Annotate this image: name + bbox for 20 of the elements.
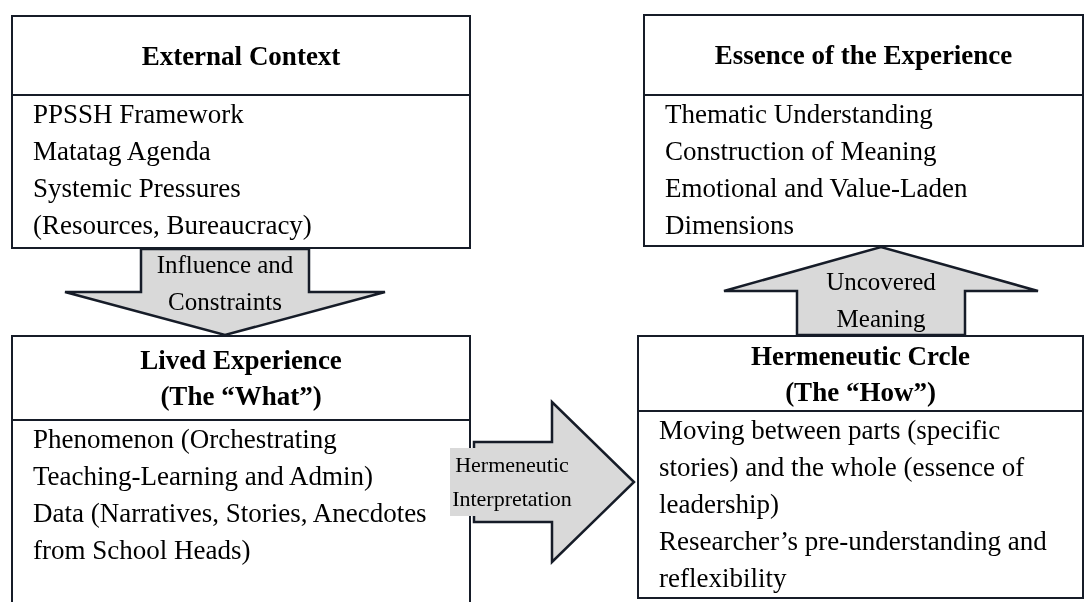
list-item: Construction of Meaning xyxy=(665,135,938,168)
list-item: PPSSH Framework xyxy=(33,98,245,131)
box-heading: Essence of the Experience xyxy=(714,39,1013,72)
content-box xyxy=(643,14,1084,247)
list-item: Matatag Agenda xyxy=(33,135,212,168)
list-item: Moving between parts (specific stories) and the whole (essence of leadership) xyxy=(659,414,1026,521)
list-item: Systemic Pressures (Resources, Bureaucracy) xyxy=(33,172,313,242)
list-item: Researcher’s pre-understanding and reflexibility xyxy=(659,525,1048,595)
box-heading: Lived Experience (The “What”) xyxy=(139,344,343,413)
list-item: Thematic Understanding xyxy=(665,98,934,131)
edge-label: Influence and Constraints xyxy=(155,250,295,317)
list-item: Phenomenon (Orchestrating Teaching-Learning and Admin) xyxy=(33,423,374,493)
edge-label: Hermeneutic Interpretation xyxy=(450,448,574,516)
list-item: Data (Narratives, Stories, Anecdotes from School Heads) xyxy=(33,497,428,567)
edge-label: Uncovered Meaning xyxy=(825,267,937,334)
box-heading: External Context xyxy=(141,39,341,73)
box-heading: Hermeneutic Crcle (The “How”) xyxy=(749,339,972,409)
content-box xyxy=(637,335,1084,599)
list-item: Emotional and Value-Laden Dimensions xyxy=(665,172,969,242)
content-box xyxy=(11,15,471,249)
